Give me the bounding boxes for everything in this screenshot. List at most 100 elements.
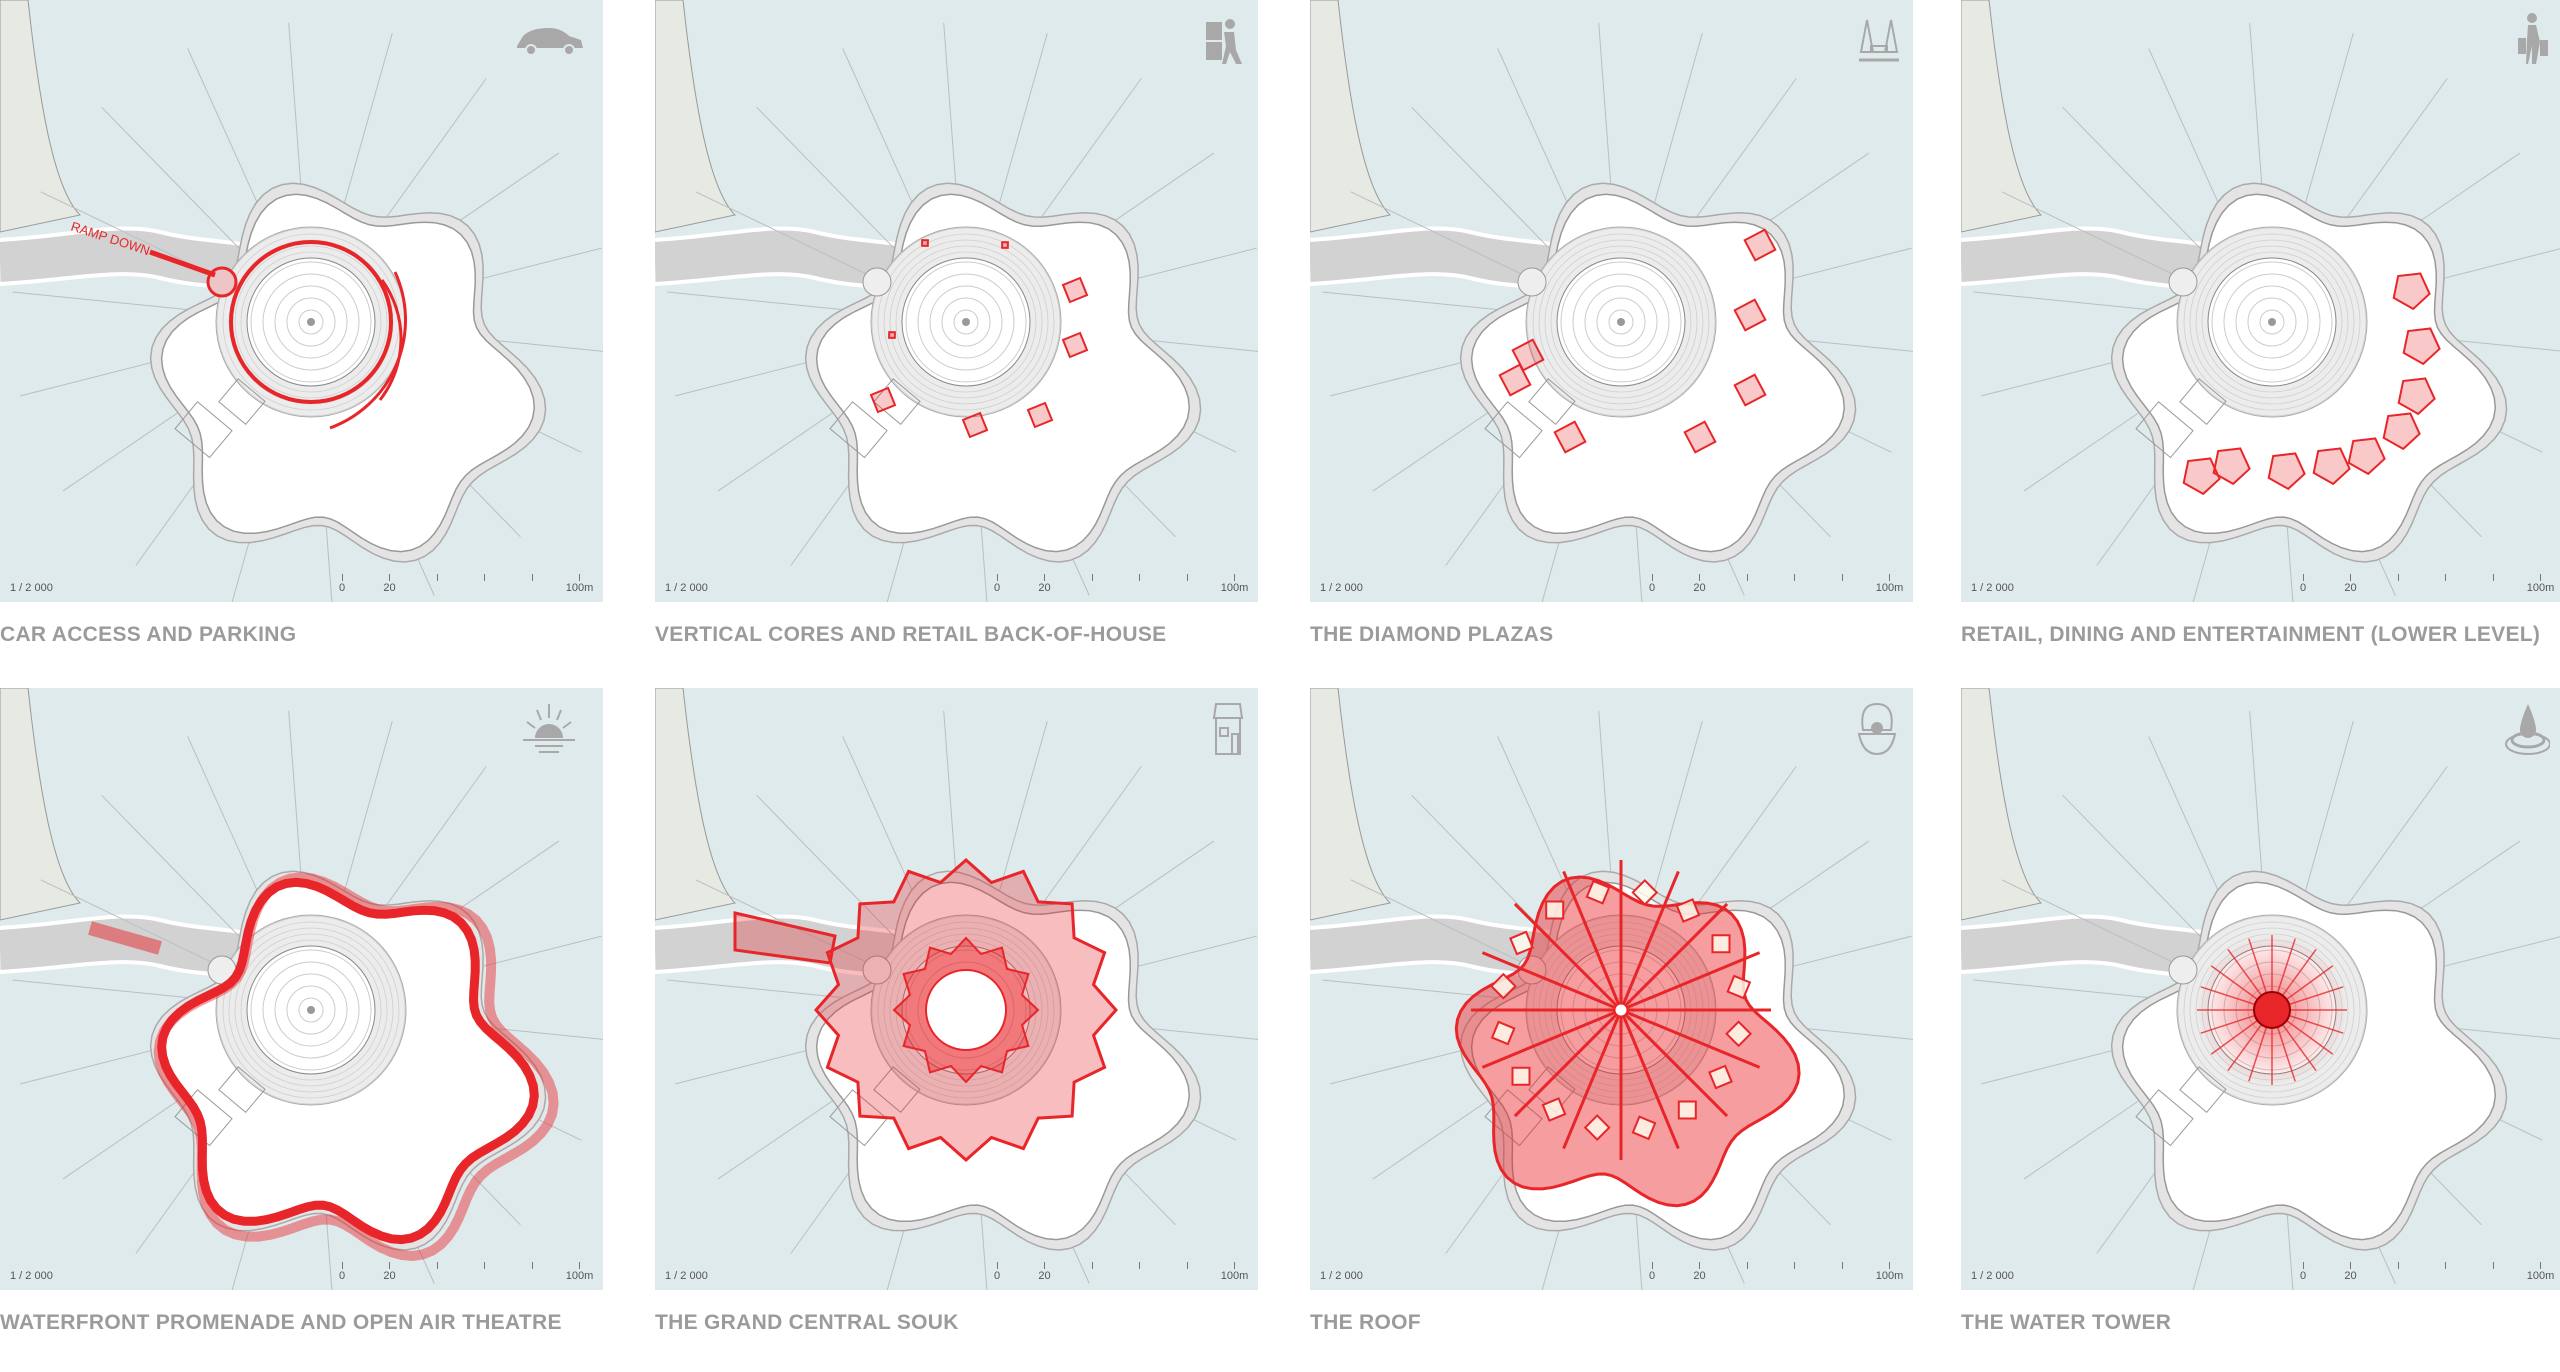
plan-element [869,386,897,414]
scale-ratio: 1 / 2 000 [665,1270,708,1282]
plan-element [1583,1114,1611,1142]
scale-bar-tick [2383,1262,2413,1282]
road [1310,917,1576,980]
pearl-shell-icon [1857,702,1897,756]
plan-element [2347,437,2386,476]
scale-bar-tick: 0 [2288,574,2318,594]
plan-element [2182,457,2221,496]
scale-bar-tick: 0 [1637,574,1667,594]
scale-bar-tick: 100m [565,574,595,594]
scale-bar-tick [517,574,547,594]
plan-element [1708,1064,1733,1090]
scale-bar-tick: 20 [1685,574,1715,594]
scale-bar-tick: 0 [327,574,357,594]
panel-caption: THE GRAND CENTRAL SOUK [655,1311,959,1334]
scale-bar-tick: 0 [2288,1262,2318,1282]
land [0,688,82,921]
site-plan: RAMP DOWN [0,0,603,602]
scale-bar-tick [1827,1262,1857,1282]
center-point [962,318,970,326]
land [1961,688,2043,921]
plan-element [1001,241,1009,249]
plan-element [1733,298,1767,332]
roundabout [2168,955,2198,985]
site-plan [1310,688,1913,1290]
plan-element [1683,420,1717,454]
plan-element [888,331,896,339]
shopper-icon [2518,13,2548,64]
car-icon [517,28,583,56]
scale-bar-tick [1732,574,1762,594]
roundabout [862,955,892,985]
road [655,917,921,980]
scale-ratio: 1 / 2 000 [10,1270,53,1282]
scale-bar-tick [1077,574,1107,594]
center-point [307,318,315,326]
plan-panel: 1 / 2 000 0 20 100m [655,688,1258,1290]
plan-element [2382,412,2421,451]
scale-bar-tick: 20 [1030,1262,1060,1282]
plan-element [1545,900,1565,920]
pavilions [1484,378,1576,459]
site-plan [655,0,1258,602]
scale-bar-tick: 100m [1875,574,1905,594]
scale-bar-tick [470,1262,500,1282]
road [1961,917,2227,980]
scale-bar-tick [517,1262,547,1282]
scale-ratio: 1 / 2 000 [1320,582,1363,594]
panel-caption: WATERFRONT PROMENADE AND OPEN AIR THEATR… [0,1311,562,1334]
plan-element [1675,898,1701,923]
road [1961,229,2227,292]
scale-bar-tick [2383,574,2413,594]
center-point [1617,318,1625,326]
scale-bar-tick: 20 [1685,1262,1715,1282]
panel-caption: THE ROOF [1310,1311,1421,1334]
plan-element [921,239,929,247]
scale-bar-tick: 100m [2526,1262,2556,1282]
scale-bar-tick [2478,574,2508,594]
scale-ratio: 1 / 2 000 [665,582,708,594]
site-plan [1961,0,2560,602]
scale-bar-tick [422,574,452,594]
plan-element [1585,879,1611,905]
scale-bar-tick [2431,574,2461,594]
sunset-icon [523,704,575,753]
center-point [307,1006,315,1014]
panel-caption: RETAIL, DINING AND ENTERTAINMENT (LOWER … [1961,623,2541,646]
roundabout [1517,267,1547,297]
panel-caption: VERTICAL CORES AND RETAIL BACK-OF-HOUSE [655,623,1167,646]
scale-bar-tick: 0 [327,1262,357,1282]
scale-bar-tick: 20 [2336,574,2366,594]
land [655,688,737,921]
roundabout [862,267,892,297]
plan-element [2402,327,2441,366]
scale-bar-tick: 100m [1220,574,1250,594]
plan-element [1553,420,1587,454]
scale-bar-tick [1077,1262,1107,1282]
site-plan [1961,688,2560,1290]
pavilions [829,1066,921,1147]
scale-bar-tick [1732,1262,1762,1282]
scale-bar-tick [2431,1262,2461,1282]
land [0,0,82,233]
scale-bar-tick: 100m [2526,574,2556,594]
plan-element [2212,447,2251,486]
scale-bar-tick: 100m [1220,1262,1250,1282]
plan-element [1061,276,1089,304]
plan-element [1541,1097,1567,1122]
scale-ratio: 1 / 2 000 [10,582,53,594]
plan-element [1509,930,1534,956]
road [1310,229,1576,292]
water-drop-icon [2505,704,2550,755]
panel-caption: CAR ACCESS AND PARKING [0,623,297,646]
delivery-worker-icon [1206,19,1242,64]
scale-bar-tick [422,1262,452,1282]
plan-element [2392,272,2431,311]
site-plan [0,688,603,1290]
scale-bar-tick: 0 [982,1262,1012,1282]
plan-element [2312,447,2351,486]
